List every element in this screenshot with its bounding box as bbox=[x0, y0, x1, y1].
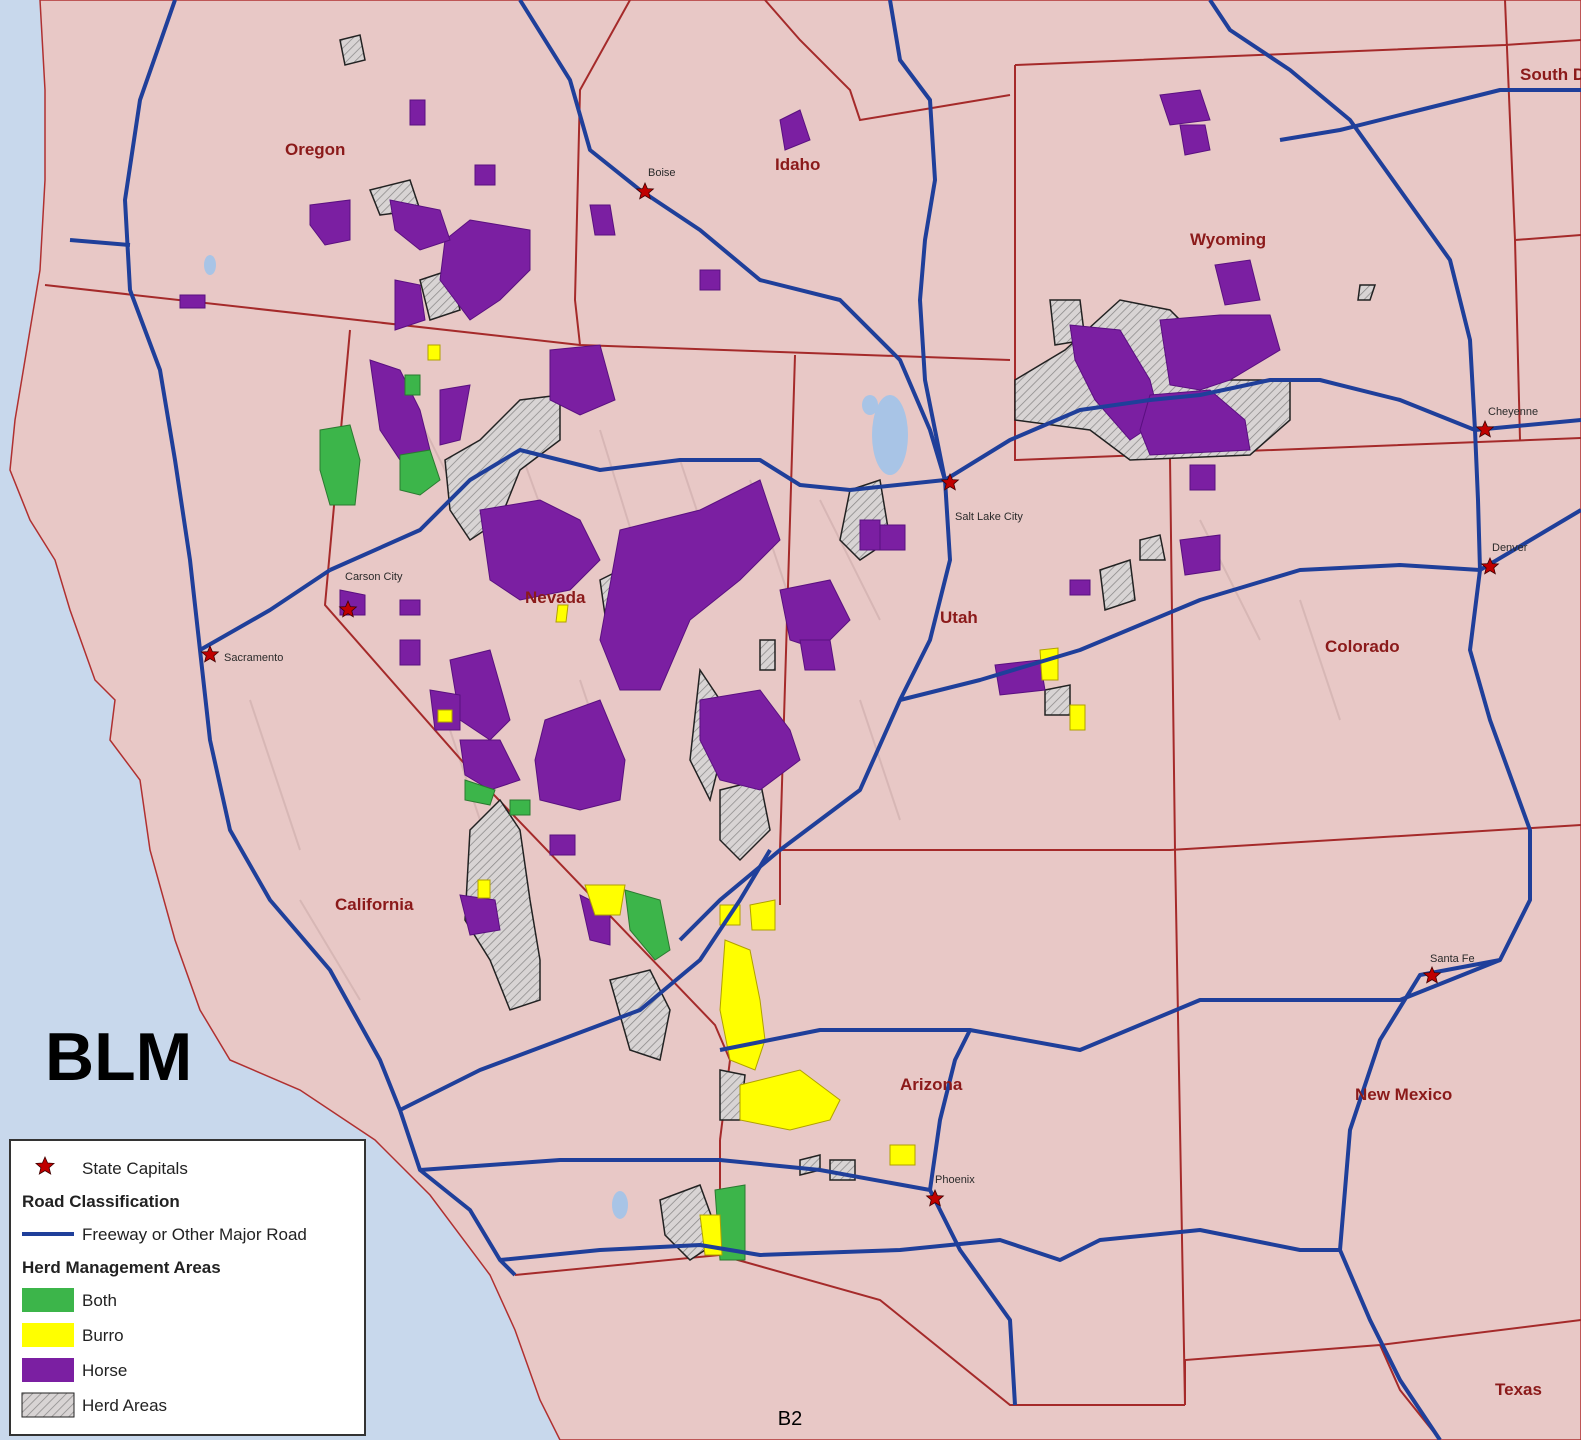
state-label-utah: Utah bbox=[940, 608, 978, 627]
state-label-idaho: Idaho bbox=[775, 155, 820, 174]
capital-star-boise bbox=[635, 181, 655, 200]
legend-road-label: Freeway or Other Major Road bbox=[82, 1225, 307, 1244]
state-label-wyoming: Wyoming bbox=[1190, 230, 1266, 249]
city-label-phoenix: Phoenix bbox=[935, 1174, 975, 1186]
state-label-texas: Texas bbox=[1495, 1380, 1542, 1399]
corner-title: BLM bbox=[45, 1019, 192, 1095]
state-label-california: California bbox=[335, 895, 414, 914]
state-label-nevada: Nevada bbox=[525, 588, 586, 607]
capital-star-salt-lake-city bbox=[940, 472, 960, 491]
capital-star-carson-city bbox=[338, 599, 358, 618]
legend-label-both: Both bbox=[82, 1291, 117, 1310]
capital-star-sacramento bbox=[200, 644, 220, 663]
legend-road-heading: Road Classification bbox=[22, 1192, 180, 1211]
city-label-santa-fe: Santa Fe bbox=[1430, 953, 1475, 965]
capital-star-santa-fe bbox=[1422, 965, 1442, 984]
horse-hmas bbox=[179, 89, 1281, 946]
city-label-sacramento: Sacramento bbox=[224, 652, 283, 664]
legend-capitals-label: State Capitals bbox=[82, 1159, 188, 1178]
capital-markers bbox=[200, 181, 1500, 1207]
legend-label-burro: Burro bbox=[82, 1326, 124, 1345]
state-label-arizona: Arizona bbox=[900, 1075, 963, 1094]
city-label-denver: Denver bbox=[1492, 542, 1528, 554]
state-label-colorado: Colorado bbox=[1325, 637, 1400, 656]
city-labels: Boise Cheyenne Salt Lake City Denver Car… bbox=[224, 167, 1538, 1186]
both-hmas bbox=[319, 374, 746, 1261]
major-roads bbox=[69, 0, 1581, 1440]
city-label-cheyenne: Cheyenne bbox=[1488, 406, 1538, 418]
legend-swatch-horse bbox=[22, 1358, 74, 1382]
burro-hmas bbox=[427, 344, 1086, 1256]
legend-hma-heading: Herd Management Areas bbox=[22, 1258, 221, 1277]
page-label: B2 bbox=[778, 1408, 802, 1430]
capital-star-denver bbox=[1480, 556, 1500, 575]
legend-capital-star-icon bbox=[35, 1155, 55, 1175]
capital-star-phoenix bbox=[925, 1188, 945, 1207]
legend: State Capitals Road Classification Freew… bbox=[9, 1139, 366, 1436]
city-label-salt-lake-city: Salt Lake City bbox=[955, 511, 1023, 523]
city-label-carson-city: Carson City bbox=[345, 571, 403, 583]
legend-swatch-burro bbox=[22, 1323, 74, 1347]
state-label-south-dakota: South Dakota bbox=[1520, 65, 1581, 84]
legend-label-herd-areas: Herd Areas bbox=[82, 1396, 167, 1415]
legend-swatch-herd-areas bbox=[21, 1392, 75, 1418]
state-labels: Oregon Idaho Wyoming South Dakota Nevada… bbox=[285, 65, 1581, 1399]
state-label-new-mexico: New Mexico bbox=[1355, 1085, 1452, 1104]
city-label-boise: Boise bbox=[648, 167, 676, 179]
state-label-oregon: Oregon bbox=[285, 140, 345, 159]
lakes bbox=[204, 255, 908, 1219]
legend-box bbox=[9, 1139, 366, 1436]
legend-swatch-both bbox=[22, 1288, 74, 1312]
legend-label-horse: Horse bbox=[82, 1361, 127, 1380]
capital-star-cheyenne bbox=[1475, 419, 1495, 438]
